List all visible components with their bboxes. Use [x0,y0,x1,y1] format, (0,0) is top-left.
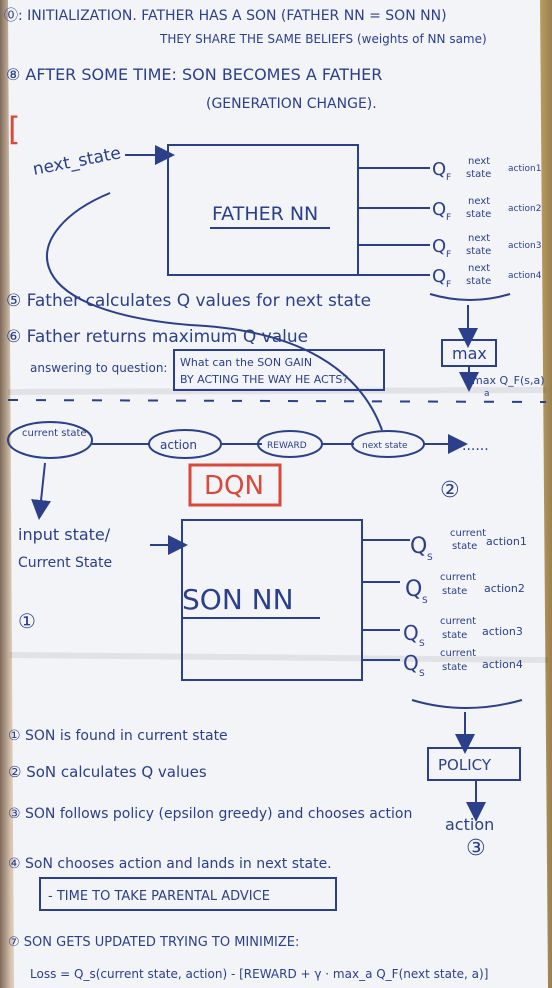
father-q1-sub: F [446,173,451,183]
son-q1-arg2: state [452,541,477,552]
father-q3-arg2: state [466,246,491,257]
paper-fold-2 [9,652,549,663]
father-q4-arg1: next [468,263,490,274]
step2-marker: ② [440,478,460,503]
father-q2-sub: F [446,213,451,223]
son-q1-sub: S [427,553,433,563]
max-formula: max Q_F(s,a) [472,374,545,387]
son-brace [411,699,523,709]
father-q3-arg1: next [468,233,490,244]
son-q3-action: action3 [482,625,523,638]
step6-text: ⑥ Father returns maximum Q value [6,327,308,347]
son-q3-sub: S [419,639,425,649]
father-q4-sub: F [446,280,451,290]
father-outputs: Q F next state action1 Q F next state ac… [358,156,542,290]
list-item-1: ① SON is found in current state [8,728,228,744]
list-item-3: ③ SON follows policy (epsilon greedy) an… [8,806,412,822]
question-line1: What can the SON GAIN [180,356,312,369]
note-step8-line2: (GENERATION CHANGE). [206,96,377,112]
father-q2-arg2: state [466,209,491,220]
father-q2: Q [432,199,446,220]
chain-reward-label: REWARD [267,441,307,451]
dqn-box [188,463,282,507]
father-q1: Q [432,159,446,180]
max-box-label: max [452,344,487,363]
max-sub: a [484,389,490,399]
son-q2-action: action2 [484,582,525,595]
paper-sheet [8,0,548,988]
policy-box [427,747,521,781]
input-label-line2: Current State [18,555,112,571]
input-label-line1: input state/ [18,525,111,544]
son-q4-sub: S [419,669,425,679]
note-step8-line1: ⑧ AFTER SOME TIME: SON BECOMES A FATHER [6,65,382,84]
question-line2: BY ACTING THE WAY HE ACTS? [180,373,348,386]
chain-action-label: action [160,438,197,452]
son-nn-box [181,519,363,681]
dashed-separator [7,399,547,403]
action-label: action [445,815,494,834]
chain-ellipsis: ...... [462,438,489,454]
father-q3: Q [432,236,446,257]
son-q3-arg2: state [442,630,467,641]
father-q1-arg1: next [468,156,490,167]
dqn-label: DQN [204,471,264,501]
parental-advice-box [39,877,337,911]
son-q2: Q [405,577,422,602]
current-state-down-arrow [31,462,52,520]
son-nn-label: SON NN [182,583,294,616]
father-q3-sub: F [446,250,451,260]
step1-marker: ① [18,609,36,633]
son-q4-arg1: current [440,648,476,659]
son-q3: Q [403,621,419,645]
father-q4-action: action4 [508,271,542,281]
son-q1: Q [410,534,427,559]
father-q1-arg2: state [466,169,491,180]
parental-advice-text: - TIME TO TAKE PARENTAL ADVICE [48,889,270,904]
father-nn-label: FATHER NN [212,203,318,225]
father-nn-box [167,144,359,276]
list-item-7: ⑦ SON GETS UPDATED TRYING TO MINIMIZE: [8,935,299,950]
son-q3-arg1: current [440,616,476,627]
father-q4: Q [432,266,446,287]
son-outputs: Q S current state action1 Q S current st… [362,528,527,679]
chain-current-state-label: current state [22,428,87,439]
chain-action [148,429,222,459]
son-q1-action: action1 [486,535,527,548]
step3-marker: ③ [466,836,486,861]
list-item-2: ② SoN calculates Q values [8,763,207,781]
son-q4: Q [403,651,419,675]
red-bracket: [ [8,110,20,148]
step5-text: ⑤ Father calculates Q values for next st… [6,291,371,311]
father-q1-action: action1 [508,164,541,174]
father-q2-action: action2 [508,204,541,214]
list-item-4: ④ SoN chooses action and lands in next s… [8,856,332,872]
father-q3-action: action3 [508,241,541,251]
son-q2-sub: S [422,596,428,606]
policy-label: POLICY [438,756,492,774]
answering-label: answering to question: [30,361,167,375]
son-q2-arg2: state [442,586,467,597]
father-q4-arg2: state [466,276,491,287]
curved-return-arrow [46,192,383,431]
chain-current-state [7,421,93,459]
note-step0-line2: THEY SHARE THE SAME BELIEFS (weights of … [159,32,487,46]
note-step0-line1: ⓪: INITIALIZATION. FATHER HAS A SON (FAT… [4,8,447,24]
chain-next-state-label: next state [362,441,408,451]
trajectory-chain: current state action REWARD next state .… [7,421,489,459]
father-brace [429,293,511,301]
father-q2-arg1: next [468,196,490,207]
question-box [173,349,385,391]
loss-formula: Loss = Q_s(current state, action) - [REW… [30,967,488,981]
son-q2-arg1: current [440,572,476,583]
son-q1-arg1: current [450,528,486,539]
son-q4-action: action4 [482,658,523,671]
son-q4-arg2: state [442,662,467,673]
